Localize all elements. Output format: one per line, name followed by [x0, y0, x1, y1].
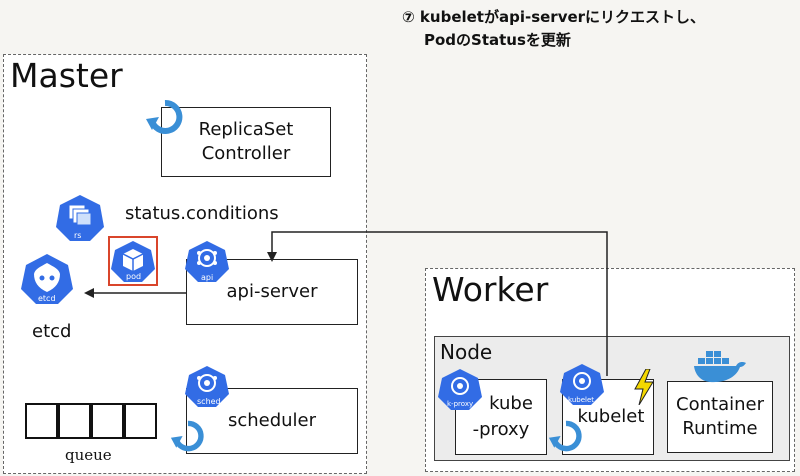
api-to-etcd-arrow	[84, 288, 186, 298]
queue-slot	[124, 403, 157, 439]
scheduler-label: scheduler	[227, 410, 317, 431]
step-note: ⑦ kubeletがapi-serverにリクエストし、 PodのStatusを…	[402, 6, 705, 52]
refresh-icon	[548, 420, 582, 452]
kubelet-label: kubelet	[577, 406, 645, 427]
kubelet-icon-label: kubelet	[568, 396, 595, 404]
container-runtime-line1: Container	[676, 394, 764, 415]
kube-proxy-icon	[438, 369, 482, 410]
etcd-icon	[21, 254, 73, 304]
kube-proxy-line1: kube	[489, 393, 533, 414]
queue-slot	[25, 403, 58, 439]
status-conditions-label: status.conditions	[125, 203, 279, 224]
api-server-icon-label: api	[201, 273, 214, 282]
pod-icon	[111, 241, 155, 282]
pod-highlight-frame	[108, 236, 158, 286]
kube-proxy-icon-label: k-proxy	[447, 400, 474, 408]
etcd-label: etcd	[32, 321, 72, 342]
scheduler-box: scheduler	[186, 388, 358, 454]
worker-label: Worker	[432, 270, 549, 309]
kube-proxy-line2: -proxy	[472, 419, 530, 440]
kube-proxy-box: kube -proxy	[455, 379, 547, 455]
queue-label: queue	[65, 446, 112, 464]
refresh-icon	[146, 99, 183, 134]
docker-whale-icon	[694, 351, 746, 383]
node-label: Node	[440, 340, 493, 364]
api-server-label: api-server	[226, 281, 318, 302]
replicaset-icon	[56, 195, 104, 241]
replicaset-icon-label: rs	[74, 231, 82, 240]
queue-slot	[58, 403, 91, 439]
step-note-line2: PodのStatusを更新	[424, 31, 571, 49]
scheduler-icon-label: sched	[197, 397, 221, 406]
kubelet-icon	[560, 364, 604, 405]
scheduler-icon	[185, 366, 229, 407]
queue	[25, 403, 157, 439]
replicaset-controller-line1: ReplicaSet	[198, 119, 294, 140]
replicaset-controller-line2: Controller	[201, 143, 291, 164]
lightning-icon	[634, 369, 654, 405]
refresh-icon	[170, 420, 204, 452]
container-runtime-line2: Runtime	[682, 418, 758, 439]
api-server-icon	[185, 241, 229, 282]
pod-icon-label: pod	[126, 272, 142, 281]
master-label: Master	[10, 56, 123, 95]
container-runtime-box: Container Runtime	[667, 381, 773, 453]
step-note-line1: ⑦ kubeletがapi-serverにリクエストし、	[402, 8, 706, 26]
replicaset-controller-box: ReplicaSet Controller	[161, 107, 331, 177]
etcd-icon-label: etcd	[38, 294, 56, 303]
queue-slot	[91, 403, 124, 439]
